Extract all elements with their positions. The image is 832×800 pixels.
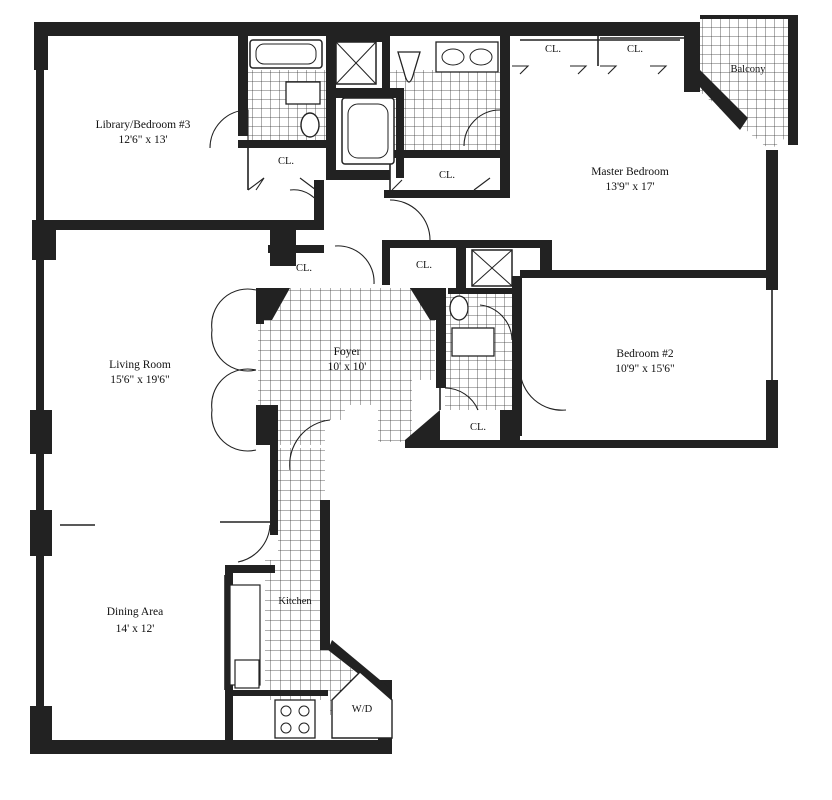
bath2-sink-icon <box>449 295 469 321</box>
master-name: Master Bedroom <box>591 166 669 178</box>
closet-label: CL. <box>439 170 455 181</box>
stove-icon <box>274 699 316 739</box>
dining-dims: 14' x 12' <box>116 623 155 635</box>
partitions <box>60 36 700 690</box>
room-labels: Library/Bedroom #3 12'6" x 13' Master Be… <box>96 64 767 715</box>
toilet-icon <box>300 112 320 138</box>
walls <box>30 15 798 754</box>
master-toilet-icon <box>397 51 421 83</box>
master-dims: 13'9" x 17' <box>605 181 654 193</box>
tiled-areas <box>248 18 795 715</box>
closet-labels: CL. CL. CL. CL. CL. CL. CL. <box>278 44 643 433</box>
foyer-name: Foyer <box>334 346 361 358</box>
living-dims: 15'6" x 19'6" <box>110 374 170 386</box>
sink-icon <box>285 81 321 105</box>
bath2-toilet-icon <box>451 327 495 357</box>
master-tub-icon <box>341 97 395 165</box>
windows <box>39 70 773 706</box>
bedroom2-name: Bedroom #2 <box>616 348 673 360</box>
dining-name: Dining Area <box>107 606 164 618</box>
bathtub-icon <box>249 39 323 69</box>
closet-label: CL. <box>470 422 486 433</box>
kitchen-sink-icon <box>234 659 260 689</box>
washer-dryer-icon <box>331 671 393 739</box>
double-sink-icon <box>435 41 499 73</box>
living-name: Living Room <box>109 359 171 371</box>
library-dims: 12'6" x 13' <box>118 134 167 146</box>
bedroom2-dims: 10'9" x 15'6" <box>615 363 675 375</box>
kitchen-name: Kitchen <box>278 596 312 607</box>
bath-left-tile <box>248 70 336 144</box>
closet-label: CL. <box>296 263 312 274</box>
fixtures <box>229 39 513 739</box>
foyer-tile <box>258 288 435 445</box>
library-name: Library/Bedroom #3 <box>96 119 191 131</box>
doors <box>209 65 668 563</box>
balcony-tile <box>700 18 795 150</box>
foyer-dims: 10' x 10' <box>328 361 367 373</box>
balcony-name: Balcony <box>731 64 767 75</box>
closet-label: CL. <box>278 156 294 167</box>
closet-label: CL. <box>416 260 432 271</box>
closet-label: CL. <box>545 44 561 55</box>
closet-label: CL. <box>627 44 643 55</box>
laundry-name: W/D <box>352 704 373 715</box>
